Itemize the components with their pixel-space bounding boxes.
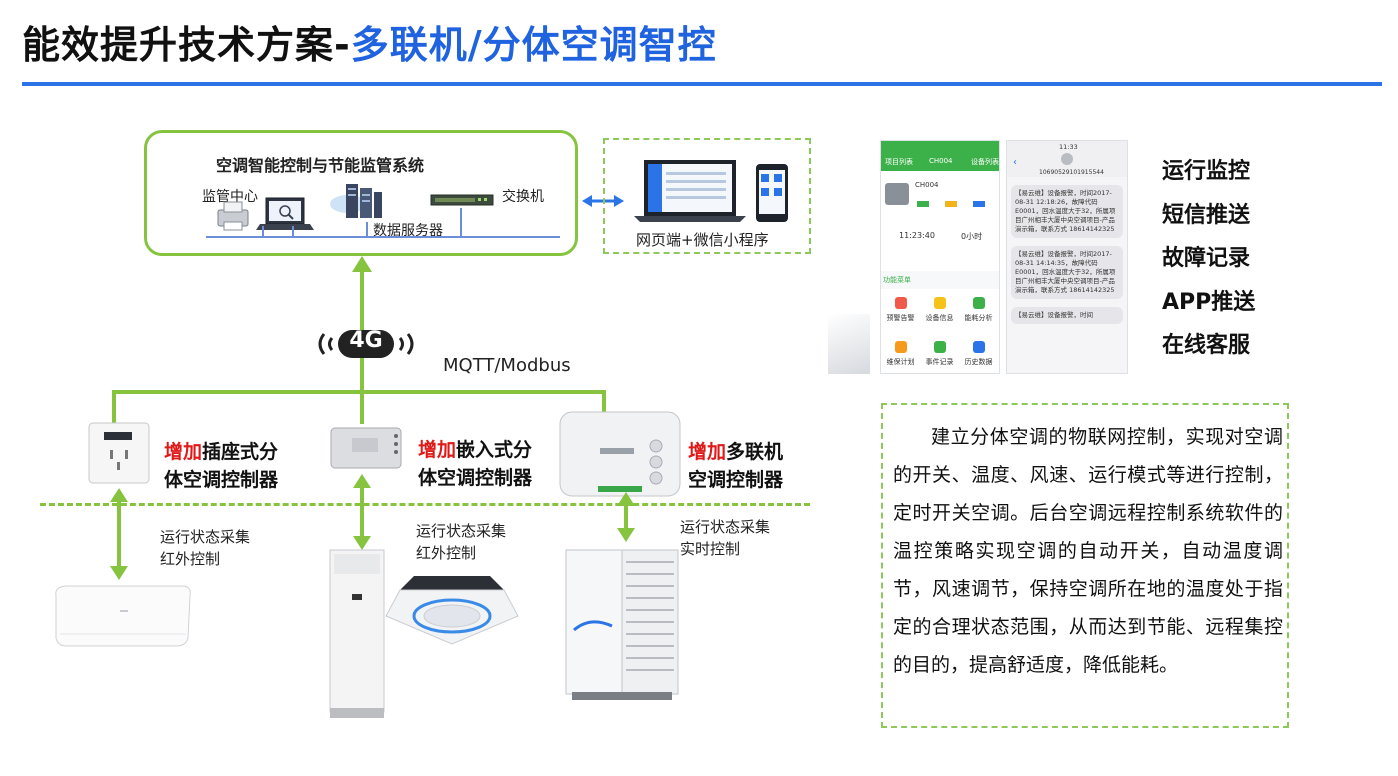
web-client-label: 网页端+微信小程序 (636, 231, 769, 249)
sms-message: 【易云维】设备报警，时间2017-08-31 14:14:35，故障代码E000… (1011, 246, 1123, 299)
menu-item[interactable]: 设备信息 (920, 289, 959, 333)
protocol-label: MQTT/Modbus (443, 355, 571, 376)
menu-section-title: 功能菜单 (883, 276, 911, 284)
menu-item[interactable]: 历史数据 (959, 333, 998, 373)
feature-list: 运行监控 短信推送 故障记录 APP推送 在线客服 (1162, 150, 1255, 368)
printer-laptop-icon (217, 197, 314, 231)
data-server-icon (330, 184, 382, 218)
switch-label: 交换机 (502, 189, 544, 205)
screen-shadow (828, 314, 870, 374)
socket-controller-label: 增加插座式分 体空调控制器 (164, 441, 279, 491)
data-server-label: 数据服务器 (373, 223, 443, 239)
feature-item: 在线客服 (1162, 333, 1251, 358)
bus-tick (460, 208, 462, 238)
link-label-2: 运行状态采集红外控制 (416, 522, 507, 562)
4g-badge: 4G (349, 328, 383, 353)
vrf-controller-label: 增加多联机 空调控制器 (688, 441, 784, 491)
menu-item[interactable]: 维保计划 (881, 333, 920, 373)
back-chevron-icon[interactable]: ‹ (1013, 157, 1017, 168)
bus-tick (262, 226, 264, 238)
device-card: CH004 11:23:40 0小时 (881, 171, 999, 271)
app-header: 项目列表 CH004 设备列表 (881, 141, 999, 171)
description-box (881, 403, 1289, 728)
hub-drop-3 (602, 390, 606, 414)
sms-message: 【易云维】设备报警，时间2017-08-31 12:18:26，故障代码E000… (1011, 185, 1123, 238)
menu-item[interactable]: 能耗分析 (959, 289, 998, 333)
app-screen-left: 项目列表 CH004 设备列表 CH004 11:23:40 0小时 功能菜单 … (880, 140, 1000, 374)
sms-header: 11:33 ‹ 10690529101915544 (1007, 141, 1127, 177)
floor-standing-ac-icon (329, 549, 385, 718)
feature-item: 故障记录 (1162, 246, 1251, 271)
system-bus-line (206, 236, 560, 238)
laptop-phone-icon (634, 160, 788, 222)
link-label-1: 运行状态采集红外控制 (160, 528, 251, 568)
status-badge (945, 201, 957, 207)
sms-message: 【易云维】设备报警，时间 (1011, 307, 1123, 324)
page-title: 能效提升技术方案-多联机/分体空调智控 (22, 14, 717, 69)
vrf-outdoor-unit-icon (565, 549, 679, 700)
description-text: 建立分体空调的物联网控制，实现对空调的开关、温度、风速、运行模式等进行控制，定时… (893, 426, 1283, 676)
network-switch-icon (430, 194, 494, 206)
embedded-controller-label: 增加嵌入式分 体空调控制器 (418, 439, 533, 489)
contact-avatar (1061, 153, 1073, 165)
function-menu: 预警告警 设备信息 能耗分析 维保计划 事件记录 历史数据 (881, 289, 999, 373)
hub-drop-2 (360, 390, 364, 424)
dashed-separator (40, 503, 810, 506)
cassette-ac-icon (385, 576, 519, 645)
embedded-controller-icon (330, 427, 402, 469)
wall-split-ac-icon (55, 585, 191, 647)
sms-screen-right: 11:33 ‹ 10690529101915544 【易云维】设备报警，时间20… (1006, 140, 1128, 374)
feature-item: APP推送 (1162, 289, 1256, 315)
title-underline (22, 82, 1382, 86)
title-part-1: 能效提升技术方案- (22, 23, 351, 67)
feature-item: 短信推送 (1162, 202, 1251, 228)
menu-item[interactable]: 事件记录 (920, 333, 959, 373)
chiller-icon (885, 183, 909, 205)
hub-drop-1 (112, 390, 116, 424)
hub-line (112, 390, 606, 394)
web-client-box (603, 138, 811, 254)
status-badge (917, 201, 929, 207)
socket-controller-icon (88, 422, 150, 484)
4g-signal-icon (318, 330, 414, 358)
title-part-2: 多联机/分体空调智控 (350, 23, 717, 67)
monitor-center-label: 监管中心 (202, 189, 258, 205)
vrf-controller-icon (559, 411, 681, 497)
monitoring-system-box (144, 130, 578, 256)
bus-tick (292, 226, 294, 238)
system-title: 空调智能控制与节能监管系统 (216, 156, 425, 175)
feature-item: 运行监控 (1162, 159, 1251, 184)
bus-tick (366, 222, 368, 238)
link-arrow-3-icon (617, 492, 635, 542)
link-arrow-2-icon (353, 474, 371, 550)
link-arrow-1-icon (110, 488, 128, 580)
menu-item[interactable]: 预警告警 (881, 289, 920, 333)
status-badge (973, 201, 985, 207)
uplink-arrowhead-icon (352, 256, 372, 272)
link-label-3: 运行状态采集实时控制 (680, 518, 771, 558)
